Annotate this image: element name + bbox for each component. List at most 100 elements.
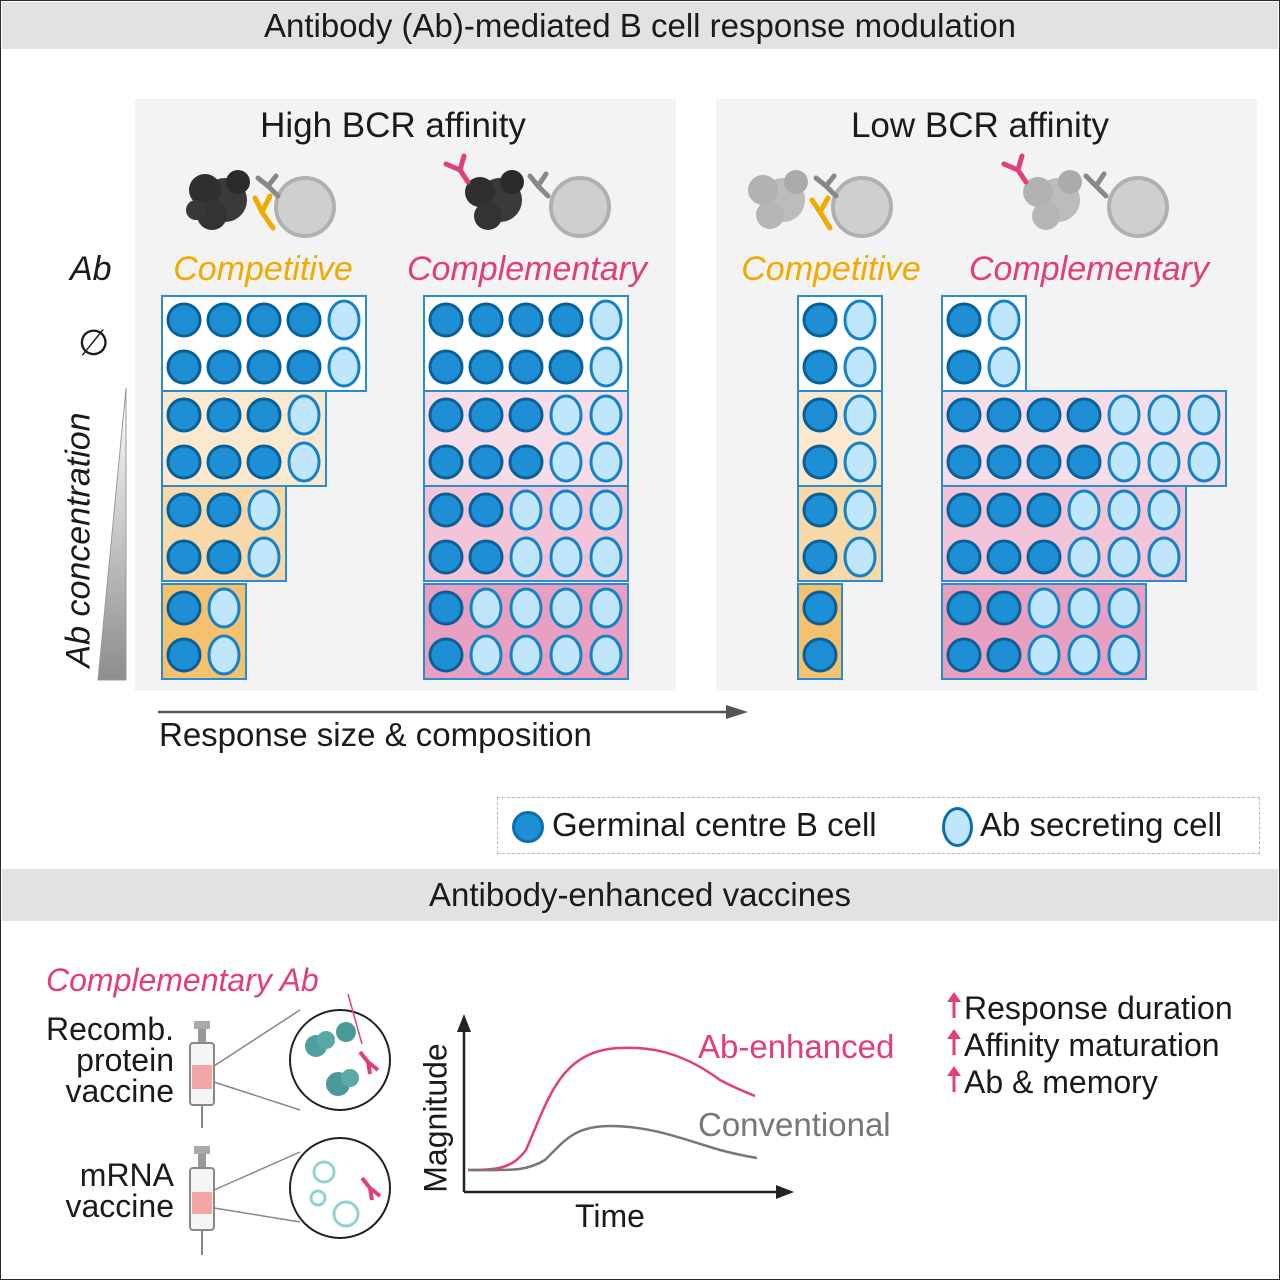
ab-secreting-cell [987,346,1021,388]
ab-enhanced-label: Ab-enhanced [698,1028,895,1065]
germinal-centre-b-cell [166,590,202,626]
germinal-centre-b-cell [468,539,504,575]
ab-secreting-cell-legend-label: Ab secreting cell [980,806,1223,843]
ab-secreting-cell [207,587,241,629]
ab-secreting-cell [1107,489,1141,531]
mrna-vaccine-label: mRNA vaccine [24,1157,175,1224]
germinal-centre-b-cell [946,590,982,626]
germinal-centre-b-cell [946,539,982,575]
germinal-centre-b-cell [468,302,504,338]
ab-secreting-cell [549,441,583,483]
protein-vaccine-label: Recomb. protein vaccine [24,1011,175,1109]
germinal-centre-b-cell [166,539,202,575]
ab-secreting-cell [1147,536,1181,578]
ab-secreting-cell [589,489,623,531]
protein-vaccine-line-1: Recomb. [45,1011,174,1047]
germinal-centre-b-cell [802,302,838,338]
germinal-centre-b-cell [1066,397,1102,433]
mrna-vaccine-line-1: mRNA [79,1157,174,1193]
germinal-centre-b-cell [508,302,544,338]
germinal-centre-b-cell [802,397,838,433]
germinal-centre-b-cell [986,444,1022,480]
benefits-list: Response duration Affinity maturation Ab… [964,990,1233,1101]
time-axis-label: Time [575,1198,645,1234]
ab-secreting-cell [549,394,583,436]
ab-secreting-cell [843,441,877,483]
ab-secreting-cell [1027,634,1061,676]
concentration-wedge [97,387,127,681]
ab-secreting-cell [843,299,877,341]
ab-secreting-cell [843,394,877,436]
ab-secreting-cell [509,634,543,676]
ab-secreting-cell [469,587,503,629]
germinal-centre-b-cell [802,444,838,480]
germinal-centre-b-cell [802,349,838,385]
ab-secreting-cell-legend-icon [942,807,973,847]
germinal-centre-b-cell [548,302,584,338]
ab-secreting-cell [1067,489,1101,531]
mrna-zoom [213,1137,391,1239]
germinal-centre-b-cell [468,492,504,528]
protein-zoom [213,1009,391,1111]
ab-secreting-cell [589,299,623,341]
germinal-centre-b-cell [802,539,838,575]
germinal-centre-b-cell [246,302,282,338]
ab-secreting-cell [287,441,321,483]
ab-secreting-cell [1107,634,1141,676]
benefit-arrows [947,992,961,1092]
germinal-centre-b-cell [166,444,202,480]
germinal-centre-b-cell [468,444,504,480]
germinal-centre-b-cell [206,444,242,480]
ab-enhanced-curve [467,1046,756,1172]
germinal-centre-b-cell [206,302,242,338]
germinal-centre-b-cell [428,444,464,480]
germinal-centre-b-cell [986,539,1022,575]
protein-vaccine-line-3: vaccine [65,1073,175,1109]
low-competitive-illustration [748,170,893,238]
ab-secreting-cell [1107,536,1141,578]
cell-grids [161,295,1227,680]
ab-secreting-cell [1187,441,1221,483]
ab-secreting-cell [589,536,623,578]
low-complementary-label: Complementary [969,250,1209,288]
germinal-centre-b-cell [206,349,242,385]
cell-legend: Germinal centre B cell Ab secreting cell [497,797,1260,854]
ab-secreting-cell [1147,394,1181,436]
protein-syringe [189,1021,215,1128]
ab-secreting-cell [1107,394,1141,436]
germinal-centre-b-cell [1066,444,1102,480]
germinal-centre-b-cell [986,637,1022,673]
bottom-title: Antibody-enhanced vaccines [429,876,851,913]
germinal-centre-b-cell [166,492,202,528]
germinal-centre-b-cell [548,349,584,385]
ab-secreting-cell [327,346,361,388]
ab-secreting-cell [549,634,583,676]
conventional-curve [467,1124,758,1172]
ab-secreting-cell [1107,587,1141,629]
bottom-banner: Antibody-enhanced vaccines [2,869,1278,921]
mrna-vaccine-line-2: vaccine [65,1188,175,1224]
germinal-centre-b-cell [946,349,982,385]
low-affinity-heading: Low BCR affinity [850,106,1110,145]
ab-secreting-cell [509,489,543,531]
protein-vaccine-line-2: protein [76,1042,174,1078]
germinal-centre-b-cell [946,302,982,338]
magnitude-graph [457,1014,794,1199]
ab-secreting-cell [287,394,321,436]
ab-secreting-cell [987,299,1021,341]
ab-secreting-cell [1067,587,1101,629]
germinal-centre-b-cell [802,590,838,626]
ab-secreting-cell [327,299,361,341]
germinal-centre-b-cell [206,539,242,575]
ab-row-label: Ab [70,250,112,288]
ab-secreting-cell [1067,634,1101,676]
ab-secreting-cell [1147,441,1181,483]
magnitude-axis-label: Magnitude [417,1043,454,1193]
germinal-centre-b-cell [206,397,242,433]
ab-secreting-cell [1187,394,1221,436]
germinal-centre-b-cell [946,637,982,673]
figure-title: Antibody (Ab)-mediated B cell response m… [263,7,1017,44]
germinal-centre-b-cell [166,302,202,338]
germinal-centre-b-cell [468,349,504,385]
low-complementary-tier-2 [941,485,1187,582]
